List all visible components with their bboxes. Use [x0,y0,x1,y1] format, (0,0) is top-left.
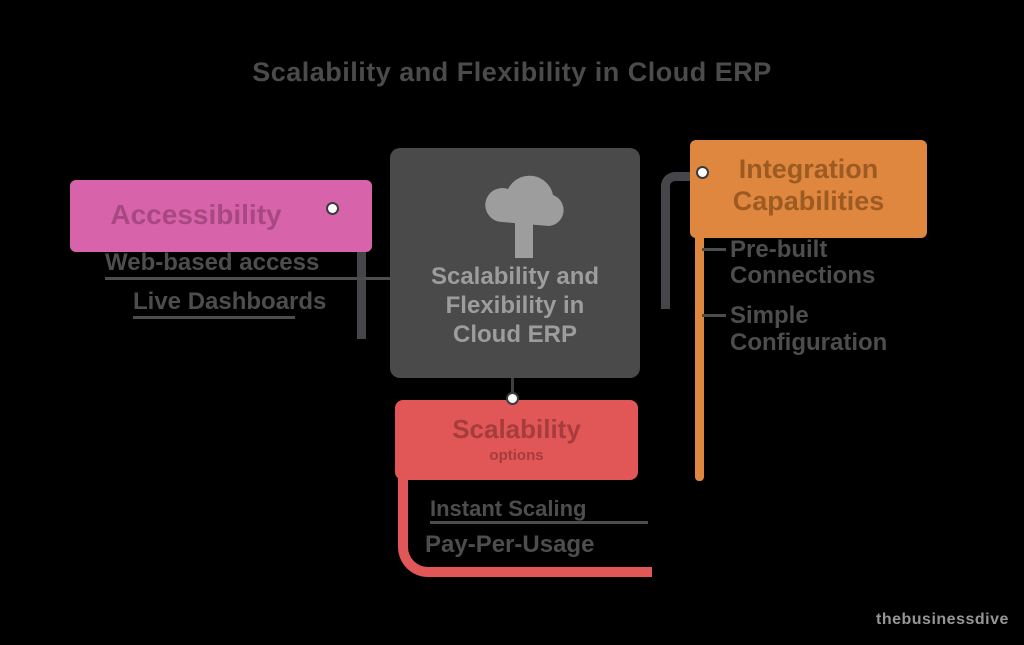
connector-elbow-orange [661,172,704,309]
sub-item-underline [133,316,295,319]
sub-item-label: Pay-Per-Usage [425,531,595,558]
accessibility-node-box [70,180,372,252]
scalability-node-label: Scalability [452,414,581,444]
connector-line-red [511,378,514,398]
integration-node-box [690,140,927,238]
sub-item-label: Pre-built [730,236,828,263]
center-node-line: Scalability and [430,263,600,290]
watermark-text: thebusinessdive [876,611,1009,628]
scalability-node-box [395,400,638,480]
center-node-line: Cloud ERP [453,321,577,348]
page-title: Scalability and Flexibility in Cloud ERP [252,57,772,87]
center-node-line: Flexibility in [445,292,585,319]
integration-node-label: Integration [738,154,879,184]
integration-node-label: Capabilities [732,186,885,216]
connector-dot [696,166,709,179]
leader-tick [702,248,726,251]
scalability-node-sublabel: options [489,447,544,464]
sub-item-underline [105,277,390,280]
accessibility-node-label: Accessibility [110,199,282,230]
sub-item-label: Instant Scaling [430,496,587,521]
connector-dot [506,392,519,405]
sub-item-label: Configuration [730,329,888,356]
orange-spine-line [695,143,704,481]
sub-item-label: Live Dashboards [133,288,327,315]
leader-tick [702,314,726,317]
cloud-upload-icon [472,166,576,267]
red-bracket-line [398,478,652,577]
sub-item-underline [430,521,648,524]
sub-item-label: Web-based access [105,249,320,276]
sub-item-label: Simple [730,302,809,329]
sub-item-label: Connections [730,262,876,289]
connector-dot [326,202,339,215]
